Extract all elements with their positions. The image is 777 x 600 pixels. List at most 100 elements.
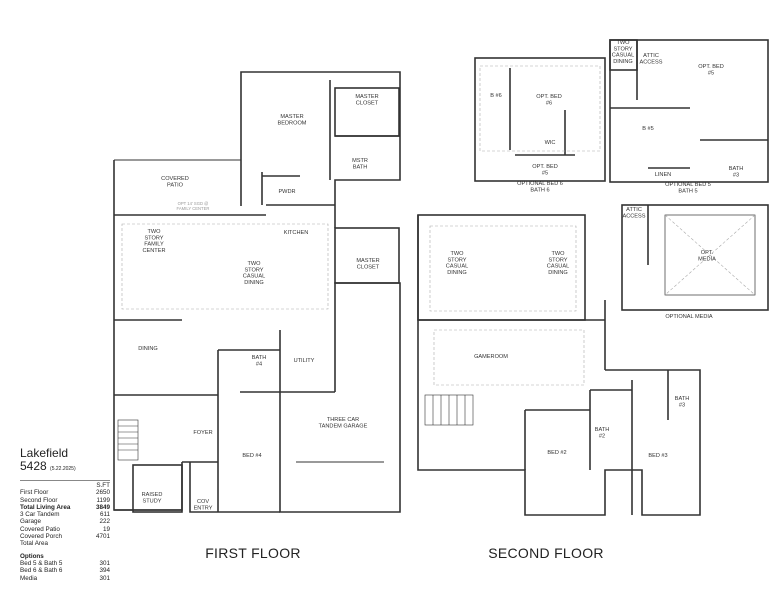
option-bed5-plan [609,39,769,183]
raised-study-wall [132,464,183,513]
option-bed6-plan [474,57,606,182]
opt-bed6-outline [474,57,606,182]
plan-summary: Lakefield 5428 (5.22.2025) S.FT First Fl… [20,447,110,582]
plan-number-value: 5428 [20,459,47,473]
second-floor-exterior [417,215,701,516]
area-row: Total Area [20,540,110,547]
option-row: Media 301 [20,575,110,582]
master-closet-bottom-wall [334,227,400,284]
plan-date: (5.22.2025) [50,466,76,472]
area-label: Garage [20,518,42,526]
area-value: 611 [99,511,110,519]
room-label-bath2: BATH#2 [595,427,610,439]
room-label-bath3: BATH#3 [675,396,690,408]
area-row: Garage 222 [20,518,110,525]
opt-bed5-outline [609,39,769,183]
option-value: 301 [99,574,110,582]
area-label: First Floor [20,489,49,497]
area-value: 1199 [96,496,110,504]
area-label: Covered Porch [20,533,62,541]
room-label-b5: B #5 [642,126,654,132]
room-label-kitchen: KITCHEN [284,230,309,236]
stairs-first-floor [117,419,139,461]
room-label-bath3-small: BATH#3 [729,166,744,178]
media-ceiling [664,214,756,296]
area-row: Second Floor 1199 [20,497,110,504]
option-label: Media [20,574,38,582]
room-label-opt-media: OPT.MEDIA [698,250,716,262]
first-floor-exterior [113,160,183,511]
master-wing-outline [240,71,401,228]
plan-number: 5428 (5.22.2025) [20,460,110,476]
room-label-opt-bed5: OPT. BED#5 [698,64,724,76]
room-label-foyer: FOYER [193,430,212,436]
area-value: 19 [102,525,110,533]
room-label-dining: DINING [138,346,158,352]
area-label: Second Floor [20,496,58,504]
option-label: Bed 5 & Bath 5 [20,559,63,567]
area-label: Covered Patio [20,525,60,533]
room-label-pwdr: PWDR [278,189,295,195]
option-media-plan [621,204,769,311]
room-label-gameroom: GAMEROOM [474,354,508,360]
option-row: Bed 5 & Bath 5 301 [20,560,110,567]
caption-optional-media: OPTIONAL MEDIA [665,314,713,320]
sqft-header: S.FT [96,482,110,489]
area-value: 2650 [95,489,110,497]
options-header-row: Options [20,553,110,560]
first-floor-plan [113,71,401,513]
area-row: Covered Patio 19 [20,526,110,533]
patio-outline [114,159,242,206]
area-row: 3 Car Tandem 611 [20,511,110,518]
stairs-second-floor [424,394,474,426]
second-floor-plan [417,214,701,516]
area-label: Total Living Area [20,503,71,511]
room-label-opt-family-center: OPT 14' SGD @FAMILY CENTER [177,201,210,211]
ceiling-lines [121,65,756,386]
plan-name: Lakefield [20,446,69,460]
room-label-bed3: BED #3 [648,453,667,459]
room-label-b6: B #6 [490,93,502,99]
room-label-linen: LINEN [655,172,671,178]
area-label: 3 Car Tandem [20,511,60,519]
first-floor-caption: FIRST FLOOR [205,545,301,561]
options-title: Options [20,552,44,560]
area-row: First Floor 2650 [20,489,110,496]
area-row: Total Living Area 3849 [20,504,110,511]
cov-entry-wall [189,462,218,513]
room-label-opt-bed5-small: OPT. BED#5 [532,164,558,176]
room-label-wic: WIC [545,140,556,146]
option-label: Bed 6 & Bath 6 [20,567,63,575]
second-floor-caption: SECOND FLOOR [488,545,604,561]
option-value: 301 [99,559,110,567]
area-value: 222 [99,518,110,526]
opt-media-outline [621,204,769,311]
area-value: 3849 [95,503,110,511]
room-label-bath4: BATH#4 [252,355,267,367]
area-label: Total Area [20,540,49,548]
garage-outline [279,282,401,513]
room-label-opt-bed6: OPT. BED#6 [536,94,562,106]
